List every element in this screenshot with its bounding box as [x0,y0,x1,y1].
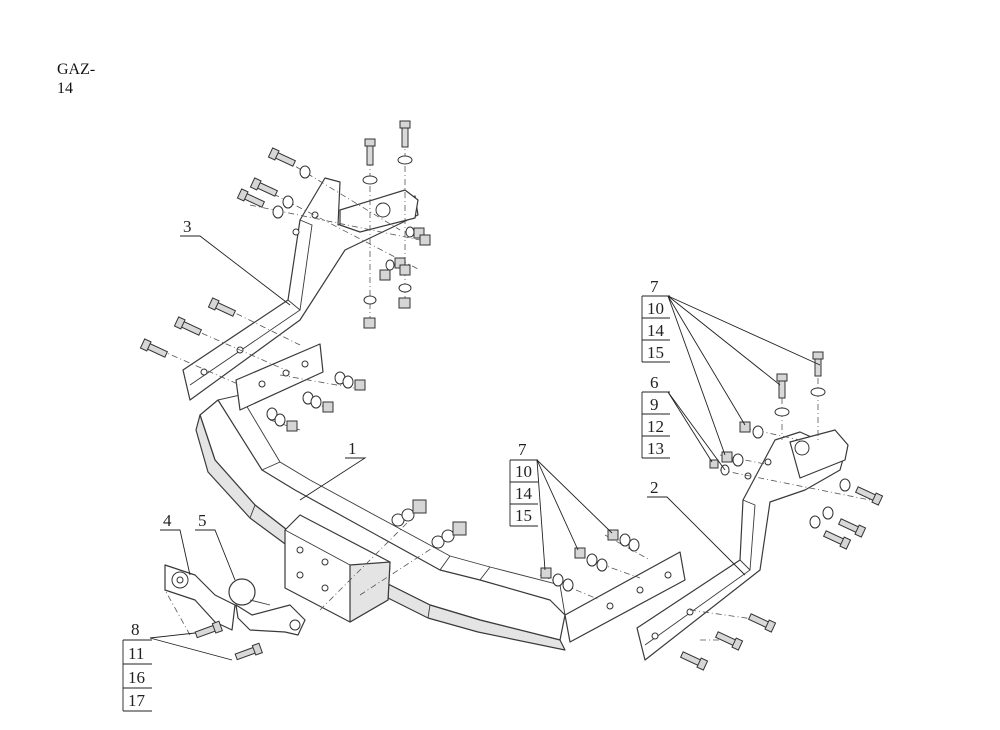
drawing-title: GAZ- 14 [57,60,95,98]
bolt-icon [194,620,223,639]
callout-label: 7 [518,440,527,459]
title-line-2: 14 [57,80,73,97]
callout-part-5: 5 [198,511,207,530]
callout-part-3: 3 [183,217,192,236]
bolt-icon [364,138,376,166]
crossbar-part-1 [195,343,686,651]
bolt-icon [747,613,777,633]
bolt-icon [679,651,709,671]
callout-stack-left-bottom: 8 11 16 17 [122,620,152,712]
callout-part-4: 4 [163,511,172,530]
callout-label: 11 [128,644,144,663]
callout-label: 7 [650,277,659,296]
callout-label: 6 [650,373,659,392]
callout-label: 10 [647,299,664,318]
right-bracket-part-2 [636,429,849,661]
title-line-1: GAZ- [57,61,96,78]
bolt-icon [854,486,884,506]
tow-ball-part-5 [228,578,306,636]
callout-label: 16 [128,668,145,687]
fasteners [266,155,851,592]
bolt-icon [236,188,266,208]
leader-lines [149,235,821,661]
callout-label: 8 [131,620,140,639]
callout-stack-center: 7 10 14 15 [509,440,538,527]
bolt-icon [822,530,852,550]
bolt-icon [267,147,297,167]
bolt-icon [139,338,169,358]
bolt-icon [249,177,279,197]
bolt-icon [714,631,744,651]
callout-stack-right-mid: 6 9 12 13 [641,373,670,459]
callout-stack-right-top: 7 10 14 15 [641,277,670,363]
callout-label: 9 [650,395,659,414]
callout-label: 17 [128,691,146,710]
bolt-icon [776,373,788,399]
bolt-icon [207,297,237,317]
bolt-icon [234,642,263,661]
callout-label: 14 [647,321,665,340]
callout-label: 12 [647,417,664,436]
callout-label: 13 [647,439,664,458]
bolt-icon [837,518,867,538]
callout-label: 10 [515,462,532,481]
callout-part-2: 2 [650,478,659,497]
bolts [139,120,884,671]
left-bracket-part-3 [182,177,419,401]
callout-part-1: 1 [348,439,357,458]
bolt-icon [812,351,824,377]
bolt-icon [399,120,411,148]
bolt-icon [173,316,203,336]
callout-label: 15 [515,506,532,525]
callout-label: 15 [647,343,664,362]
callout-label: 14 [515,484,533,503]
socket-plate-part-4 [164,564,236,631]
